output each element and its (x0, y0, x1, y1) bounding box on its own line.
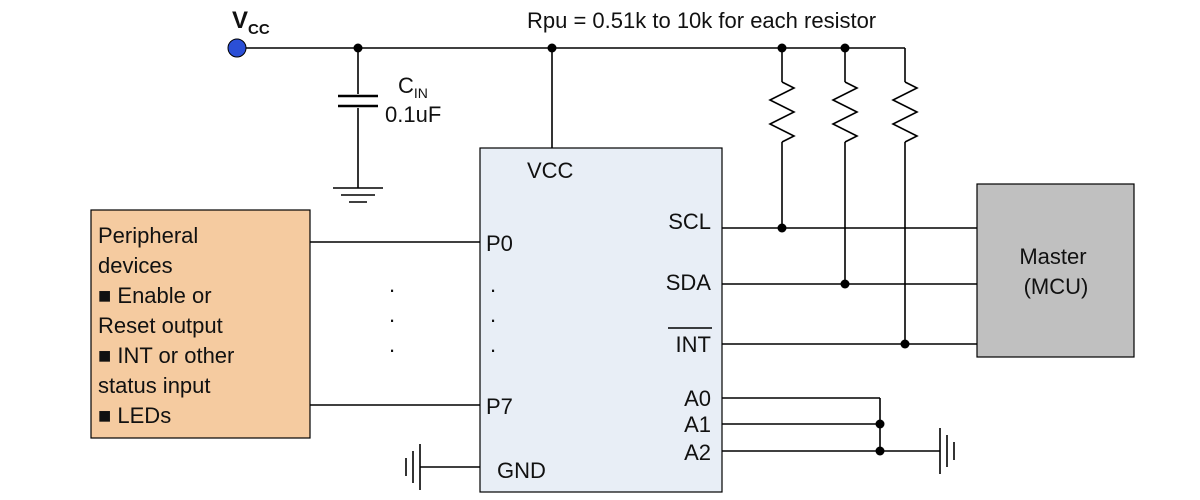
svg-text:.: . (490, 302, 496, 327)
capacitor-value: 0.1uF (385, 102, 441, 127)
capacitor-name: CIN (398, 73, 428, 101)
vcc-terminal (227, 38, 247, 58)
peripheral-box (90, 209, 311, 439)
master-label: Master (MCU) (1019, 244, 1092, 299)
pullup-resistor-int (891, 48, 919, 344)
address-pin-wiring (722, 397, 940, 456)
junction-dot (777, 223, 787, 233)
ic-pin-scl: SCL (668, 209, 711, 234)
pullup-resistor-scl (768, 48, 796, 228)
svg-text:.: . (389, 272, 395, 297)
svg-text:.: . (389, 302, 395, 327)
svg-text:.: . (389, 332, 395, 357)
address-ground-symbol (939, 428, 955, 474)
ic-pin-a0: A0 (684, 386, 711, 411)
ic-pin-p0: P0 (486, 231, 513, 256)
peripheral-text: Peripheral devices ■ Enable or Reset out… (98, 223, 241, 428)
io-expander-ic (479, 147, 723, 493)
ic-pin-a1: A1 (684, 412, 711, 437)
port-ellipsis: . . . . . . (389, 272, 496, 357)
capacitor-ground-symbol (333, 187, 383, 203)
rpu-note: Rpu = 0.51k to 10k for each resistor (527, 8, 876, 33)
ic-pin-a2: A2 (684, 440, 711, 465)
junction-dot (840, 279, 850, 289)
svg-text:.: . (490, 272, 496, 297)
ic-ground-symbol (405, 444, 421, 490)
pullup-resistor-sda (831, 48, 859, 284)
ic-pin-int: INT (676, 332, 711, 357)
ic-pin-sda: SDA (666, 270, 712, 295)
ic-gnd-pin: GND (497, 458, 546, 483)
ic-vcc-pin: VCC (527, 158, 574, 183)
vcc-supply-label: VCC (232, 7, 270, 38)
ic-pin-p7: P7 (486, 394, 513, 419)
input-capacitor (338, 48, 378, 188)
junction-dot (900, 339, 910, 349)
svg-text:.: . (490, 332, 496, 357)
master-mcu-box (976, 183, 1135, 358)
